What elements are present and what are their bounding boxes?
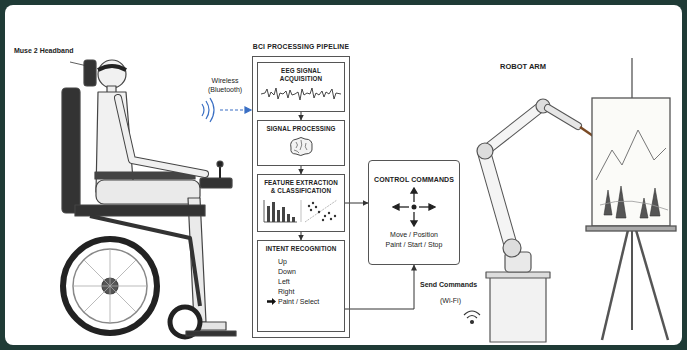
intent-item: Down [278, 267, 296, 276]
label-holder: ROBOT ARM [500, 62, 570, 72]
command-box: CONTROL COMMANDS Move / PositionPaint / S… [368, 160, 460, 265]
flow-arrow [301, 232, 302, 240]
callout-label: Muse 2 Headband [14, 46, 76, 55]
callout-label: Send Commands [420, 280, 490, 289]
direction-arrows-icon [392, 187, 436, 227]
stage-heading: SIGNAL PROCESSING [266, 125, 335, 133]
eeg-wave-icon [261, 86, 341, 102]
stage-heading: EEG SIGNAL ACQUISITION [262, 67, 340, 83]
section-label: ROBOT ARM [500, 62, 570, 72]
intent-item: Paint / Select [278, 297, 319, 306]
stage-heading: CONTROL COMMANDS [374, 176, 454, 185]
label-holder: Wireless (Bluetooth) [196, 76, 254, 94]
callout-label: (Wi-Fi) [440, 296, 480, 305]
stage-heading: INTENT RECOGNITION [266, 245, 337, 253]
stage-box: FEATURE EXTRACTION & CLASSIFICATION [257, 174, 345, 232]
icon-holder [261, 86, 341, 102]
flow-arrow [301, 112, 302, 120]
flow-arrow [301, 166, 302, 174]
icon-holder [261, 198, 341, 224]
flow-arrow [345, 265, 414, 309]
heading-holder: BCI PROCESSING PIPELINE [253, 42, 349, 52]
panel-heading: BCI PROCESSING PIPELINE [253, 42, 349, 52]
icon-holder [287, 136, 315, 158]
command-text: Paint / Start / Stop [386, 240, 443, 249]
pipeline-panel: BCI PROCESSING PIPELINE EEG SIGNAL ACQUIS… [252, 42, 350, 338]
label-holder: Send Commands [420, 280, 490, 289]
stage-box: SIGNAL PROCESSING [257, 120, 345, 166]
list-row: Right [278, 287, 294, 296]
intent-item: Left [278, 277, 290, 286]
stage-box: INTENT RECOGNITION UpDownLeftRightPaint /… [257, 240, 345, 332]
leader-line [70, 62, 96, 68]
bluetooth-link [202, 98, 251, 122]
selection-arrow [267, 298, 276, 305]
label-holder: Muse 2 Headband [14, 46, 76, 55]
label-holder: (Wi-Fi) [440, 296, 480, 305]
wifi-symbol [464, 311, 480, 324]
brain-icon [287, 136, 315, 158]
easel-painting [586, 58, 676, 340]
intent-item: Up [278, 257, 287, 266]
wheelchair-person [62, 60, 236, 337]
stage-heading: FEATURE EXTRACTION & CLASSIFICATION [262, 179, 340, 195]
callout-label: Wireless (Bluetooth) [196, 76, 254, 94]
icon-holder [392, 187, 436, 227]
intent-item: Right [278, 287, 294, 296]
feature-chart-icon [261, 198, 341, 224]
list-row: Paint / Select [278, 297, 319, 306]
robot-arm [477, 99, 598, 342]
flow-arrow [345, 203, 368, 204]
list-row: Down [278, 267, 296, 276]
command-text: Move / Position [390, 230, 438, 239]
list-row: Up [278, 257, 287, 266]
stage-box: EEG SIGNAL ACQUISITION [257, 62, 345, 112]
list-row: Left [278, 277, 290, 286]
